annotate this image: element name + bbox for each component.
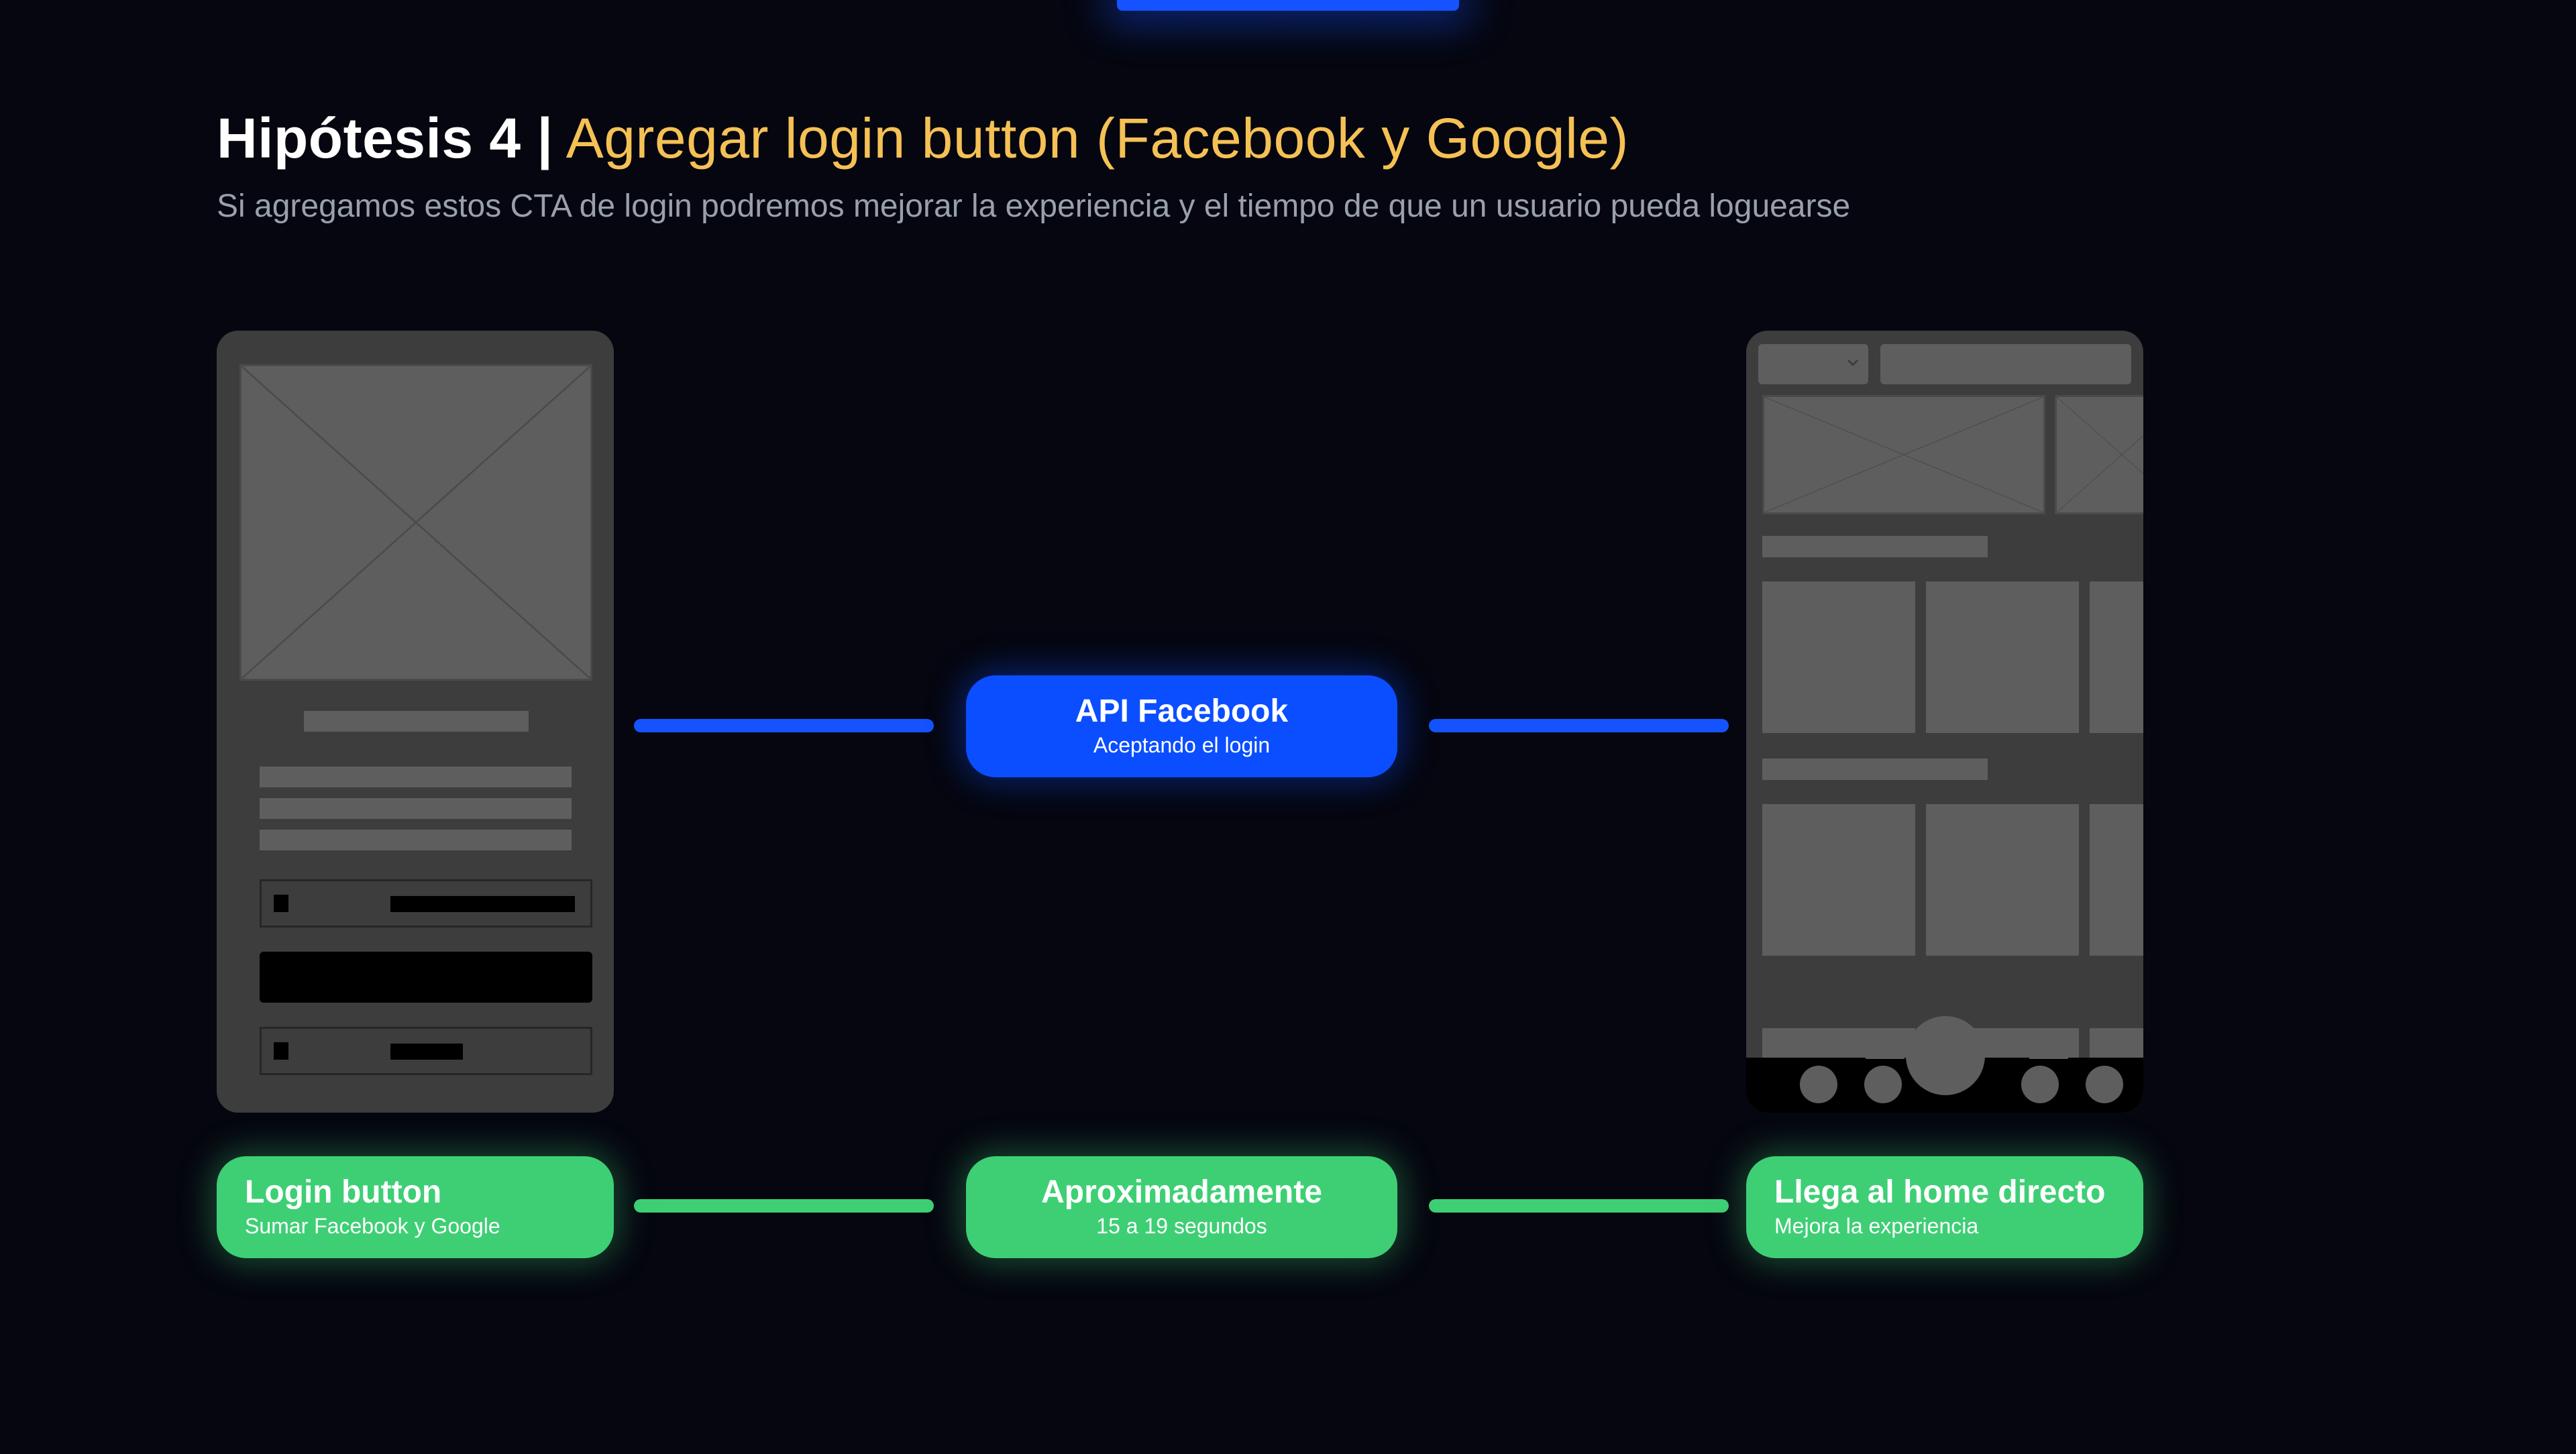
connector-approx-to-home bbox=[1429, 1199, 1729, 1213]
login-option-label bbox=[390, 1044, 463, 1060]
approx-time-node: Aproximadamente 15 a 19 segundos bbox=[966, 1156, 1397, 1258]
card-placeholder bbox=[2090, 1028, 2143, 1062]
section-title-placeholder bbox=[1762, 536, 1988, 557]
api-facebook-title: API Facebook bbox=[1075, 693, 1289, 730]
title-line-placeholder bbox=[304, 711, 529, 732]
card-placeholder bbox=[2090, 581, 2143, 733]
card-placeholder bbox=[1926, 581, 2079, 733]
api-facebook-subtitle: Aceptando el login bbox=[1093, 733, 1271, 758]
connector-login-to-approx bbox=[634, 1199, 934, 1213]
nav-tab-placeholder bbox=[2029, 1038, 2068, 1059]
approx-time-subtitle: 15 a 19 segundos bbox=[1096, 1214, 1267, 1239]
page-subtitle: Si agregamos estos CTA de login podremos… bbox=[217, 188, 1851, 224]
section-title-placeholder bbox=[1762, 759, 1988, 780]
card-placeholder bbox=[1926, 804, 2079, 956]
home-direct-node: Llega al home directo Mejora la experien… bbox=[1746, 1156, 2143, 1258]
top-accent-bar bbox=[1117, 0, 1459, 11]
home-screen-wireframe bbox=[1746, 331, 2143, 1113]
login-button-node: Login button Sumar Facebook y Google bbox=[217, 1156, 614, 1258]
nav-icon-placeholder bbox=[1864, 1066, 1902, 1103]
home-direct-title: Llega al home directo bbox=[1774, 1174, 2106, 1211]
nav-center-button-placeholder bbox=[1906, 1016, 1985, 1095]
title-lead: Hipótesis 4 | bbox=[217, 107, 553, 170]
nav-icon-placeholder bbox=[2086, 1066, 2123, 1103]
dropdown-placeholder bbox=[1758, 344, 1868, 384]
api-facebook-node: API Facebook Aceptando el login bbox=[966, 675, 1397, 777]
page-title: Hipótesis 4 | Agregar login button (Face… bbox=[217, 106, 1629, 171]
login-option-placeholder bbox=[260, 879, 592, 928]
text-line-placeholder bbox=[260, 798, 572, 819]
login-button-title: Login button bbox=[245, 1174, 442, 1211]
card-placeholder bbox=[2090, 804, 2143, 956]
login-screen-wireframe bbox=[217, 331, 614, 1113]
login-option-icon bbox=[274, 1042, 288, 1060]
login-option-icon bbox=[274, 895, 288, 912]
primary-button-placeholder bbox=[260, 952, 592, 1003]
text-line-placeholder bbox=[260, 830, 572, 850]
login-option-label bbox=[390, 896, 575, 912]
login-button-subtitle: Sumar Facebook y Google bbox=[245, 1214, 500, 1239]
banner-image-placeholder bbox=[1762, 395, 2045, 514]
banner-image-placeholder bbox=[2055, 395, 2143, 514]
image-placeholder bbox=[239, 364, 592, 681]
card-placeholder bbox=[1762, 581, 1915, 733]
connector-api-to-home bbox=[1429, 719, 1729, 732]
chevron-down-icon bbox=[1847, 359, 1859, 367]
text-line-placeholder bbox=[260, 767, 572, 787]
login-option-placeholder bbox=[260, 1027, 592, 1075]
nav-icon-placeholder bbox=[1800, 1066, 1837, 1103]
approx-time-title: Aproximadamente bbox=[1041, 1174, 1322, 1211]
nav-tab-placeholder bbox=[1866, 1038, 1904, 1059]
search-bar-placeholder bbox=[1880, 344, 2131, 384]
connector-login-to-api bbox=[634, 719, 934, 732]
card-placeholder bbox=[1762, 804, 1915, 956]
nav-icon-placeholder bbox=[2021, 1066, 2059, 1103]
home-direct-subtitle: Mejora la experiencia bbox=[1774, 1214, 1979, 1239]
title-highlight: Agregar login button (Facebook y Google) bbox=[566, 107, 1629, 170]
